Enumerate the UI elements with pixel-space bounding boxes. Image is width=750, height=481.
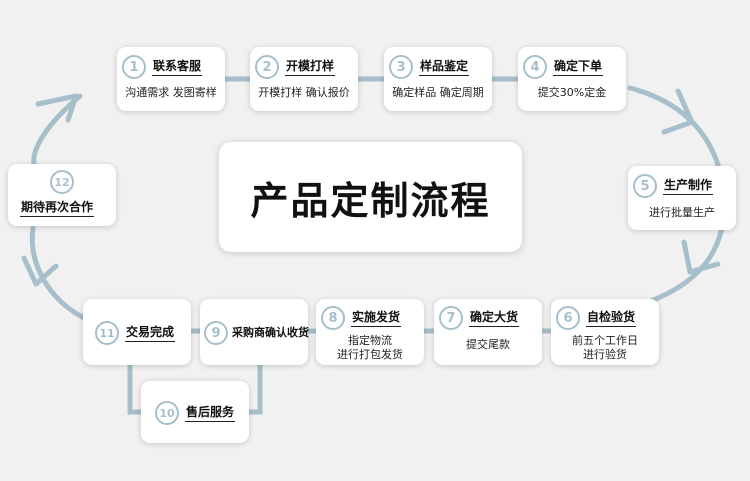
step-title: 交易完成 bbox=[125, 325, 176, 342]
step-card-6: 6 自检验货 前五个工作日 进行验货 bbox=[551, 299, 659, 365]
step-card-11: 11 交易完成 bbox=[83, 299, 191, 365]
step-description: 确定样品 确定周期 bbox=[392, 86, 484, 99]
step-number-badge: 7 bbox=[439, 306, 463, 330]
step-title: 期待再次合作 bbox=[20, 200, 95, 217]
step-number-badge: 6 bbox=[556, 306, 580, 330]
step-card-9: 9 采购商确认收货 bbox=[200, 299, 309, 365]
step-card-5: 5 生产制作 进行批量生产 bbox=[628, 166, 736, 230]
step-number-badge: 9 bbox=[204, 321, 228, 345]
step-number-badge: 4 bbox=[523, 55, 547, 79]
diagram-title: 产品定制流程 bbox=[219, 142, 522, 252]
step-card-4: 4 确定下单 提交30%定金 bbox=[518, 47, 626, 111]
step-title: 采购商确认收货 bbox=[232, 326, 309, 339]
step-description: 前五个工作日 bbox=[572, 334, 638, 347]
step-number-badge: 11 bbox=[95, 321, 119, 345]
step-card-3: 3 样品鉴定 确定样品 确定周期 bbox=[384, 47, 492, 111]
step-title: 开模打样 bbox=[285, 59, 336, 76]
step-card-8: 8 实施发货 指定物流 进行打包发货 bbox=[316, 299, 424, 365]
step-card-12: 12 期待再次合作 bbox=[8, 164, 116, 226]
step-card-2: 2 开模打样 开模打样 确认报价 bbox=[250, 47, 358, 111]
step-number-badge: 8 bbox=[321, 306, 345, 330]
step-description: 提交尾款 bbox=[466, 338, 510, 351]
step-title: 实施发货 bbox=[351, 310, 402, 327]
step-description: 进行批量生产 bbox=[649, 206, 715, 219]
step-number-badge: 5 bbox=[633, 174, 657, 198]
step-number-badge: 3 bbox=[389, 55, 413, 79]
step-description: 提交30%定金 bbox=[537, 86, 607, 99]
step-description: 进行验货 bbox=[583, 348, 627, 361]
step-description: 进行打包发货 bbox=[337, 348, 403, 361]
step-description: 指定物流 bbox=[348, 334, 392, 347]
step-number-badge: 12 bbox=[50, 170, 74, 194]
step-description: 沟通需求 发图寄样 bbox=[125, 86, 217, 99]
step-title: 确定下单 bbox=[553, 59, 604, 76]
step-number-badge: 10 bbox=[155, 401, 179, 425]
step-card-1: 1 联系客服 沟通需求 发图寄样 bbox=[117, 47, 225, 111]
step-number-badge: 2 bbox=[255, 55, 279, 79]
step-title: 售后服务 bbox=[185, 405, 236, 422]
step-card-7: 7 确定大货 提交尾款 bbox=[434, 299, 542, 365]
step-title: 生产制作 bbox=[663, 178, 714, 195]
step-title: 确定大货 bbox=[469, 310, 520, 327]
step-title: 自检验货 bbox=[586, 310, 637, 327]
step-description: 开模打样 确认报价 bbox=[258, 86, 350, 99]
step-card-10: 10 售后服务 bbox=[141, 381, 249, 443]
step-title: 联系客服 bbox=[152, 59, 203, 76]
step-title: 样品鉴定 bbox=[419, 59, 470, 76]
step-number-badge: 1 bbox=[122, 55, 146, 79]
